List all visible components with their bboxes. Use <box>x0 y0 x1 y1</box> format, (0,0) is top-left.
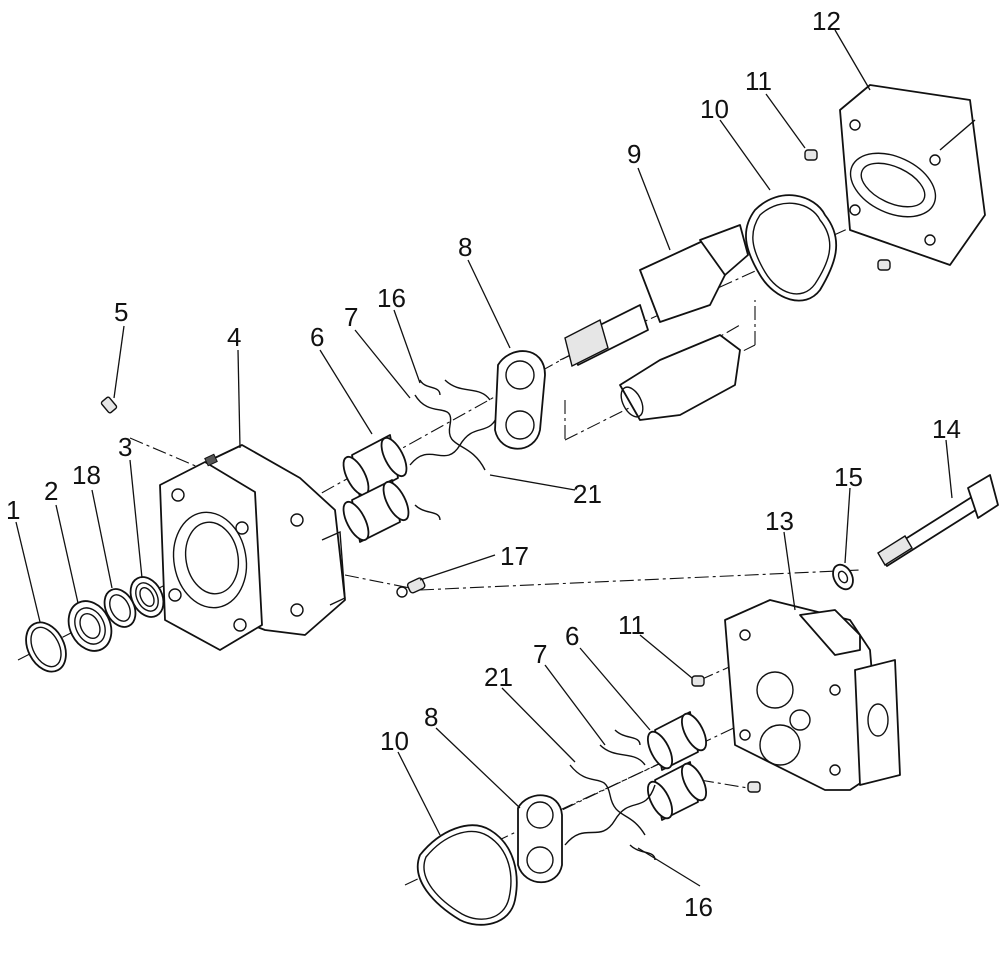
callout-10-upper: 10 <box>700 94 729 124</box>
callout-15: 15 <box>834 462 863 492</box>
callout-10-lower: 10 <box>380 726 409 756</box>
callout-1: 1 <box>6 495 20 525</box>
part-washer-15 <box>832 563 854 591</box>
callout-7-upper: 7 <box>344 302 358 332</box>
part-bushings-upper <box>342 434 410 543</box>
part-gasket-lower <box>417 824 518 926</box>
callout-4: 4 <box>227 322 241 352</box>
callout-18: 18 <box>72 460 101 490</box>
callout-16-upper: 16 <box>377 283 406 313</box>
callout-21-upper: 21 <box>573 479 602 509</box>
callout-17: 17 <box>500 541 529 571</box>
callout-11-lower: 11 <box>618 610 645 640</box>
part-dowel-pin-lower-a <box>691 675 705 687</box>
part-gasket-upper <box>745 194 838 302</box>
part-wear-plate-lower <box>517 794 563 883</box>
callout-11-upper: 11 <box>745 66 772 96</box>
callout-14: 14 <box>932 414 961 444</box>
callout-2: 2 <box>44 476 58 506</box>
callout-12: 12 <box>812 6 841 36</box>
callout-6-lower: 6 <box>565 621 579 651</box>
callout-13: 13 <box>765 506 794 536</box>
part-seal-clips-upper <box>409 379 501 521</box>
part-set-screw <box>100 396 118 414</box>
part-wear-plate-upper <box>494 350 546 450</box>
callout-7-lower: 7 <box>533 639 547 669</box>
callout-5: 5 <box>114 297 128 327</box>
part-drive-gear <box>564 224 749 368</box>
part-bushings-lower <box>646 711 708 821</box>
part-shaft-seal <box>129 576 165 618</box>
assembly-axes <box>17 204 901 886</box>
part-dowel-pin-upper-a <box>804 149 818 161</box>
callout-3: 3 <box>118 432 132 462</box>
part-dowel-pin-lower-b <box>747 781 761 793</box>
callout-21-lower: 21 <box>484 662 513 692</box>
part-rear-housing <box>724 599 901 791</box>
callout-8-upper: 8 <box>458 232 472 262</box>
part-check-valve <box>396 577 426 598</box>
part-retaining-ring <box>25 621 67 673</box>
leader-lines <box>15 29 953 887</box>
part-rear-cover <box>839 84 986 266</box>
callout-16-lower: 16 <box>684 892 713 922</box>
part-dowel-pin-upper-b <box>877 259 891 271</box>
part-seal-clips-lower <box>564 729 656 861</box>
callout-9: 9 <box>627 139 641 169</box>
part-front-housing <box>159 444 346 651</box>
part-bolt <box>877 474 999 567</box>
part-idler-gear <box>619 334 741 421</box>
callout-8-lower: 8 <box>424 702 438 732</box>
callout-labels: 1 2 18 3 4 5 6 7 16 8 9 10 11 12 21 17 1… <box>6 6 961 922</box>
callout-6-upper: 6 <box>310 322 324 352</box>
